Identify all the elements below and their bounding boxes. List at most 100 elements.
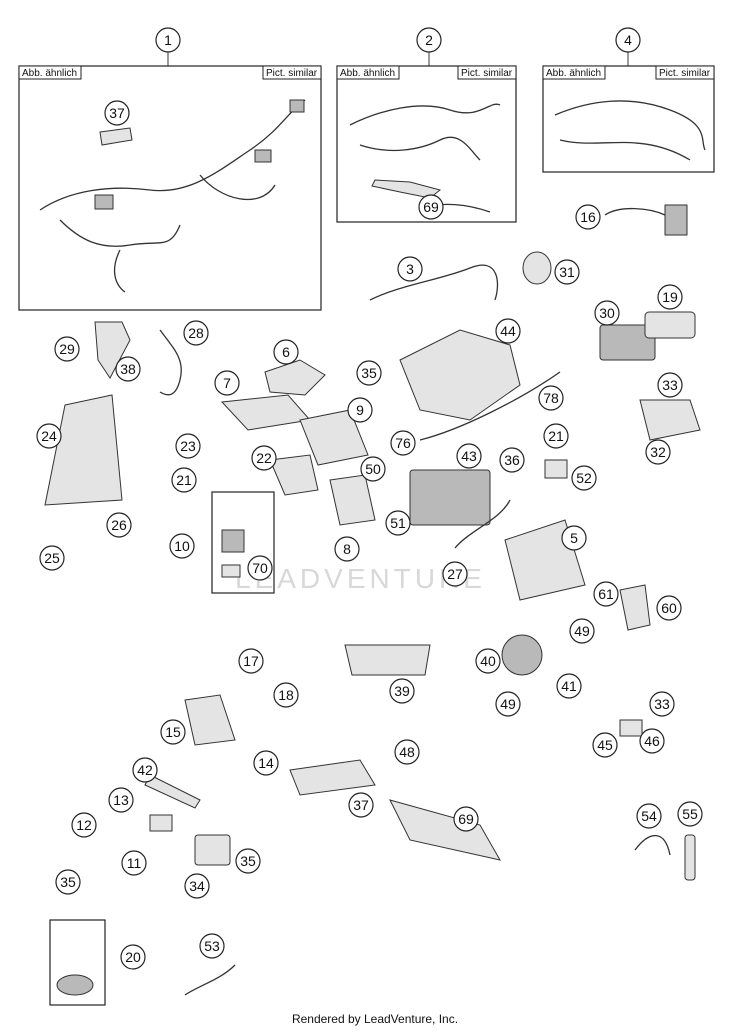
svg-text:45: 45 <box>597 737 613 753</box>
harness-1-connector-2 <box>254 149 272 163</box>
svg-text:55: 55 <box>682 806 698 822</box>
callout-39: 39 <box>389 678 415 704</box>
callout-42: 42 <box>132 757 158 783</box>
part-30-ecu <box>599 324 656 361</box>
svg-text:33: 33 <box>662 377 678 393</box>
box-4-label-de <box>542 65 606 80</box>
svg-text:29: 29 <box>59 341 75 357</box>
callout-55: 55 <box>677 801 703 827</box>
part-42-rod <box>144 774 201 809</box>
callout-26: 26 <box>106 512 132 538</box>
svg-text:18: 18 <box>278 687 294 703</box>
svg-text:44: 44 <box>500 323 516 339</box>
box-4-label-en <box>655 65 715 80</box>
callout-35-lower: 35 <box>235 848 261 874</box>
callout-44: 44 <box>495 318 521 344</box>
callout-12: 12 <box>71 812 97 838</box>
svg-text:25: 25 <box>44 550 60 566</box>
part-3-harness <box>369 264 499 301</box>
callout-76: 76 <box>390 430 416 456</box>
callout-46: 46 <box>639 728 665 754</box>
callout-34: 34 <box>184 873 210 899</box>
callout-31: 31 <box>554 259 580 285</box>
harness-4-trunk <box>554 100 706 151</box>
svg-text:32: 32 <box>650 444 666 460</box>
callout-21-right: 21 <box>543 423 569 449</box>
callout-25: 25 <box>39 545 65 571</box>
svg-text:27: 27 <box>447 566 463 582</box>
part-29-lock <box>94 321 131 379</box>
svg-text:11: 11 <box>127 855 142 871</box>
part-39-holder <box>344 644 431 676</box>
callout-11: 11 <box>121 850 147 876</box>
part-32-bracket <box>639 399 701 441</box>
svg-text:14: 14 <box>258 755 274 771</box>
svg-text:35: 35 <box>60 874 76 890</box>
svg-text:76: 76 <box>395 435 411 451</box>
box-2-label-en <box>457 65 517 80</box>
callout-61: 61 <box>593 581 619 607</box>
callout-8: 8 <box>334 536 360 562</box>
svg-text:40: 40 <box>480 653 496 669</box>
svg-text:78: 78 <box>543 390 559 406</box>
callout-20: 20 <box>120 944 146 970</box>
box-1-frame <box>18 65 322 311</box>
svg-text:24: 24 <box>41 428 57 444</box>
harness-1-trunk <box>39 99 306 211</box>
svg-text:19: 19 <box>662 289 678 305</box>
box-4: Abb. ähnlich Pict. similar <box>542 65 715 173</box>
box-1-label-de <box>18 65 82 80</box>
svg-text:8: 8 <box>343 541 351 557</box>
svg-text:36: 36 <box>504 452 520 468</box>
part-61-bracket <box>619 584 651 631</box>
svg-text:23: 23 <box>180 438 196 454</box>
svg-text:9: 9 <box>356 402 364 418</box>
svg-text:33: 33 <box>654 696 670 712</box>
part-8-bracket <box>329 474 376 526</box>
callout-24: 24 <box>36 423 62 449</box>
svg-text:34: 34 <box>189 878 205 894</box>
callout-52: 52 <box>571 465 597 491</box>
box-1-label-en-text: Pict. similar <box>266 68 318 79</box>
part-19-cover <box>644 311 696 339</box>
svg-text:37: 37 <box>353 797 369 813</box>
callout-60: 60 <box>656 595 682 621</box>
callout-53: 53 <box>199 933 225 959</box>
part-16-connector <box>664 204 688 236</box>
svg-text:21: 21 <box>548 428 564 444</box>
part-37-small <box>99 127 133 146</box>
svg-text:61: 61 <box>598 586 614 602</box>
part-37-cover <box>289 759 376 796</box>
part-78-cable <box>419 371 561 441</box>
callout-70: 70 <box>247 555 273 581</box>
svg-text:1: 1 <box>164 32 172 48</box>
svg-text:13: 13 <box>113 792 129 808</box>
part-45-sensor <box>619 719 643 737</box>
box-2-label-de <box>336 65 400 80</box>
svg-text:28: 28 <box>188 325 204 341</box>
callout-36: 36 <box>499 447 525 473</box>
part-24-ignition-kit <box>44 394 123 506</box>
box-4-label-de-text: Abb. ähnlich <box>546 68 601 79</box>
svg-text:15: 15 <box>165 724 181 740</box>
svg-text:49: 49 <box>574 623 590 639</box>
part-12-switch <box>149 814 173 832</box>
svg-text:54: 54 <box>641 808 657 824</box>
callout-7: 7 <box>214 370 240 396</box>
svg-text:42: 42 <box>137 762 153 778</box>
part-6-cover <box>264 359 326 396</box>
svg-text:21: 21 <box>176 472 192 488</box>
box-4-label-en-text: Pict. similar <box>659 68 711 79</box>
callout-2: 2 <box>416 27 442 53</box>
part-28-cable <box>159 329 182 396</box>
callout-30: 30 <box>594 300 620 326</box>
svg-text:6: 6 <box>282 344 290 360</box>
part-31-horn <box>522 251 552 285</box>
svg-text:7: 7 <box>223 375 231 391</box>
box-1: Abb. ähnlich Pict. similar <box>18 65 322 311</box>
harness-1-connector <box>94 194 114 210</box>
part-70-fuse <box>221 564 241 578</box>
part-10-relay <box>221 529 245 553</box>
harness-2-trunk <box>349 103 501 126</box>
callout-27: 27 <box>442 561 468 587</box>
